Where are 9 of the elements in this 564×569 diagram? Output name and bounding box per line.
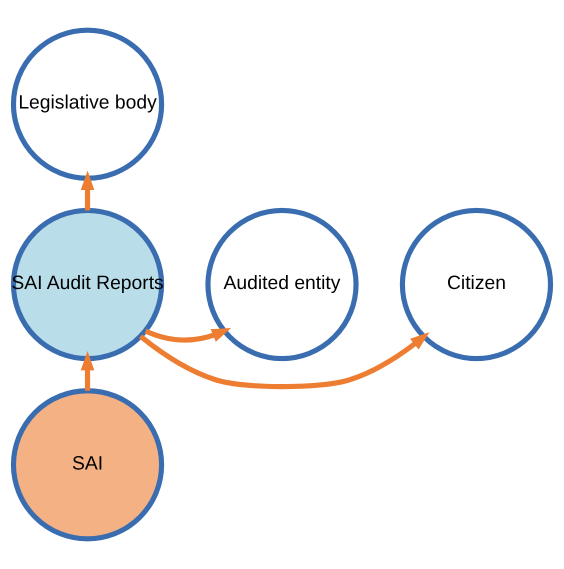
node-circle: SAI Audit Reports — [10, 208, 164, 362]
node-circle: Citizen — [400, 208, 554, 362]
node-circle: Audited entity — [205, 208, 359, 362]
arrow — [80, 350, 94, 391]
node-circle: Legislative body — [10, 28, 164, 181]
node-circle: SAI — [10, 388, 164, 542]
arrow — [80, 170, 94, 210]
arrow — [144, 328, 232, 343]
arrow — [139, 332, 430, 390]
